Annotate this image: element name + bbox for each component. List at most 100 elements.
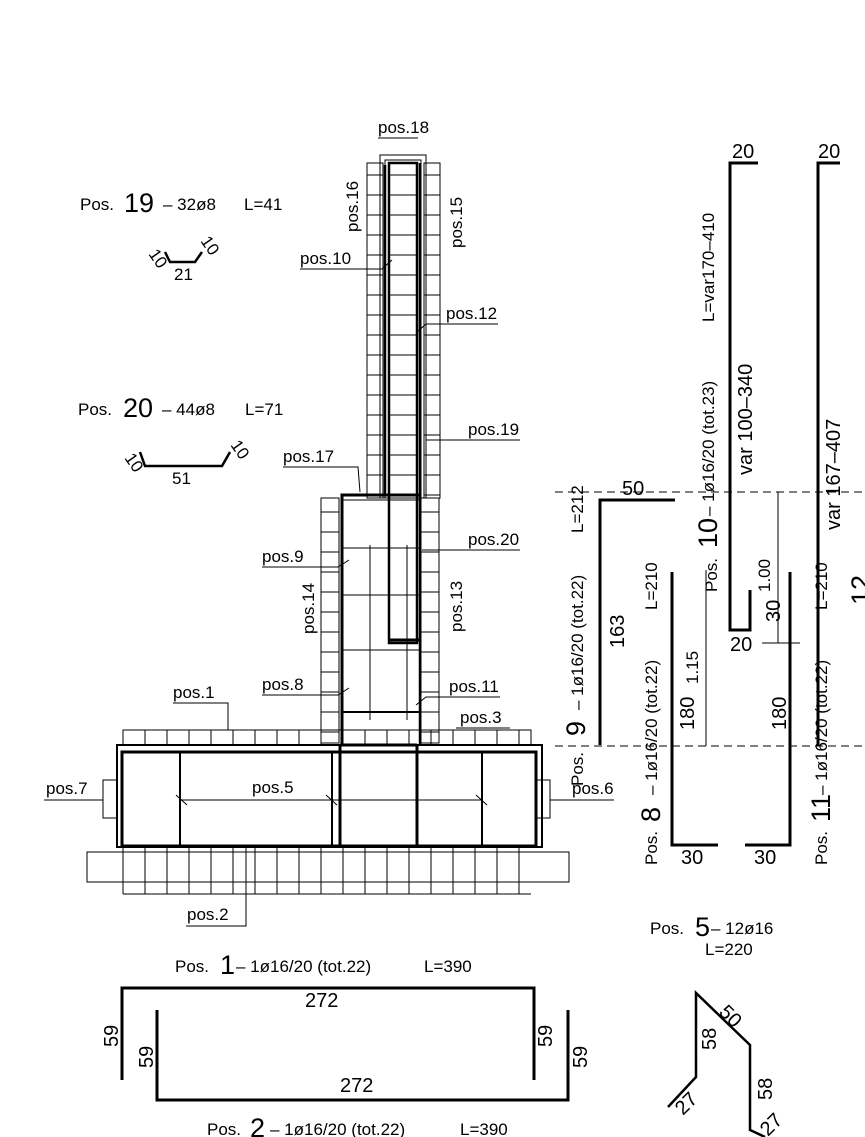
- svg-text:Pos.: Pos.: [812, 831, 831, 865]
- svg-text:19: 19: [124, 188, 154, 218]
- schedule-pos12: 20 var 167–407 12: [816, 141, 865, 746]
- svg-text:Pos.: Pos.: [175, 957, 209, 976]
- schedule-pos1: Pos. 1 – 1ø16/20 (tot.22) L=390 272 59 5…: [101, 950, 557, 1080]
- label-pos2: pos.2: [187, 905, 229, 924]
- svg-text:30: 30: [681, 847, 703, 869]
- wall-stem: [366, 154, 441, 745]
- svg-text:27: 27: [756, 1109, 787, 1137]
- leader-labels: pos.18 pos.16 pos.15 pos.10 pos.12 pos.1…: [44, 118, 614, 927]
- svg-text:L=210: L=210: [642, 562, 661, 610]
- schedule-pos2: 272 59 59 Pos. 2 – 1ø16/20 (tot.22) L=39…: [136, 1010, 592, 1137]
- svg-text:180: 180: [769, 697, 791, 730]
- schedule-pos20: Pos. 20 – 44ø8 L=71 10 51 10: [78, 393, 283, 488]
- svg-text:var 100–340: var 100–340: [735, 364, 757, 475]
- footing: [86, 729, 570, 895]
- svg-text:Pos.: Pos.: [650, 919, 684, 938]
- svg-text:Pos.: Pos.: [78, 400, 112, 419]
- svg-text:21: 21: [174, 265, 193, 284]
- svg-text:1.15: 1.15: [683, 651, 702, 684]
- schedule-pos9: 50 163 Pos. 9 – 1ø16/20 (tot.22) L=212: [561, 478, 675, 786]
- svg-text:2: 2: [250, 1113, 265, 1137]
- label-pos17: pos.17: [283, 447, 334, 466]
- schedule-pos5: Pos. 5 – 12ø16 L=220 50 58 58 27 27: [650, 912, 787, 1137]
- svg-text:50: 50: [714, 1001, 745, 1032]
- svg-text:8: 8: [636, 807, 666, 822]
- svg-text:– 1ø16/20 (tot.23): – 1ø16/20 (tot.23): [699, 381, 718, 516]
- svg-text:11: 11: [806, 794, 836, 822]
- svg-text:L=390: L=390: [424, 957, 472, 976]
- label-pos19: pos.19: [468, 420, 519, 439]
- svg-text:L=var170–410: L=var170–410: [699, 213, 718, 322]
- svg-text:20: 20: [732, 141, 754, 163]
- svg-text:– 44ø8: – 44ø8: [162, 400, 215, 419]
- label-pos11: pos.11: [449, 677, 499, 696]
- svg-text:20: 20: [123, 393, 153, 423]
- svg-text:Pos.: Pos.: [702, 558, 721, 592]
- svg-text:272: 272: [305, 990, 338, 1012]
- label-pos1: pos.1: [173, 683, 215, 702]
- svg-text:51: 51: [172, 469, 191, 488]
- svg-text:59: 59: [101, 1025, 123, 1047]
- label-pos6: pos.6: [572, 779, 614, 798]
- svg-text:10: 10: [121, 449, 147, 475]
- label-pos7: pos.7: [46, 779, 88, 798]
- svg-text:272: 272: [340, 1075, 373, 1097]
- wall-middle: [320, 493, 440, 745]
- svg-text:L=41: L=41: [244, 195, 282, 214]
- svg-text:– 1ø16/20 (tot.22): – 1ø16/20 (tot.22): [236, 957, 371, 976]
- svg-text:59: 59: [136, 1046, 158, 1068]
- svg-text:163: 163: [607, 615, 629, 648]
- svg-text:L=210: L=210: [812, 562, 831, 610]
- svg-text:58: 58: [699, 1028, 721, 1050]
- label-pos18: pos.18: [378, 118, 429, 137]
- schedule-pos19: Pos. 19 – 32ø8 L=41 10 21 10: [80, 188, 282, 284]
- label-pos14: pos.14: [299, 583, 318, 634]
- svg-text:– 12ø16: – 12ø16: [711, 919, 773, 938]
- schedule-pos10: 20 var 100–340 20 30 1.00 Pos. 10 – 1ø16…: [693, 141, 800, 656]
- svg-text:59: 59: [570, 1046, 592, 1068]
- label-pos10: pos.10: [300, 249, 351, 268]
- label-pos5: pos.5: [252, 778, 294, 797]
- label-pos8: pos.8: [262, 675, 304, 694]
- svg-text:30: 30: [763, 600, 785, 622]
- svg-text:– 1ø16/20 (tot.22): – 1ø16/20 (tot.22): [568, 575, 587, 710]
- svg-text:– 1ø16/20 (tot.22): – 1ø16/20 (tot.22): [270, 1120, 405, 1137]
- label-pos16: pos.16: [343, 181, 362, 232]
- svg-text:1.00: 1.00: [755, 559, 774, 592]
- label-pos12: pos.12: [446, 304, 497, 323]
- svg-text:1: 1: [220, 950, 235, 980]
- svg-text:10: 10: [145, 245, 171, 271]
- svg-text:20: 20: [730, 634, 752, 656]
- svg-text:var 167–407: var 167–407: [823, 419, 845, 530]
- label-pos20: pos.20: [468, 530, 519, 549]
- svg-text:9: 9: [561, 721, 591, 736]
- svg-text:27: 27: [671, 1088, 702, 1119]
- svg-text:20: 20: [818, 141, 840, 163]
- svg-text:59: 59: [535, 1025, 557, 1047]
- label-pos15: pos.15: [447, 197, 466, 248]
- svg-text:L=390: L=390: [460, 1120, 508, 1137]
- svg-text:58: 58: [755, 1078, 777, 1100]
- svg-text:5: 5: [695, 912, 710, 942]
- svg-text:180: 180: [677, 697, 699, 730]
- svg-text:12: 12: [846, 575, 865, 605]
- svg-text:10: 10: [693, 518, 723, 548]
- svg-text:30: 30: [754, 847, 776, 869]
- svg-text:50: 50: [622, 478, 644, 500]
- svg-text:Pos.: Pos.: [207, 1120, 241, 1137]
- schedule-pos8: 180 1.15 30 Pos. 8 – 1ø16/20 (tot.22) L=…: [636, 562, 718, 869]
- svg-text:10: 10: [227, 436, 253, 462]
- svg-text:Pos.: Pos.: [568, 752, 587, 786]
- label-pos9: pos.9: [262, 547, 304, 566]
- svg-text:– 1ø16/20 (tot.22): – 1ø16/20 (tot.22): [642, 660, 661, 795]
- schedule-pos11: 180 30 Pos. 11 – 1ø16/20 (tot.22) L=210: [745, 562, 836, 869]
- svg-text:L=212: L=212: [568, 485, 587, 533]
- svg-text:Pos.: Pos.: [642, 831, 661, 865]
- svg-text:L=220: L=220: [705, 940, 753, 959]
- label-pos13: pos.13: [447, 581, 466, 632]
- svg-text:– 1ø16/20 (tot.22): – 1ø16/20 (tot.22): [812, 660, 831, 795]
- label-pos3: pos.3: [460, 708, 502, 727]
- svg-text:– 32ø8: – 32ø8: [163, 195, 216, 214]
- svg-text:Pos.: Pos.: [80, 195, 114, 214]
